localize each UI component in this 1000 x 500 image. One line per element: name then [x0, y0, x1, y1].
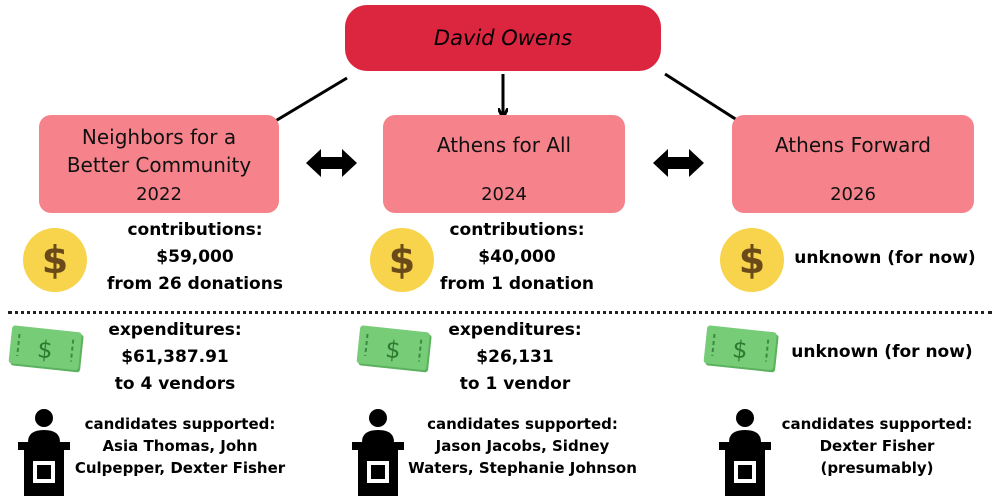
dollar-coin-icon: $: [720, 228, 784, 292]
contributions-block: contributions: $40,000 from 1 donation: [417, 217, 617, 298]
candidates-block: candidates supported: Asia Thomas, John …: [74, 413, 286, 479]
contributions-detail: from 1 donation: [440, 274, 594, 294]
cash-bill-icon: $: [356, 325, 432, 373]
org-box-athens-forward: Athens Forward 2026: [732, 115, 974, 213]
candidates-block: candidates supported: Dexter Fisher (pre…: [772, 413, 982, 479]
section-divider: [8, 311, 992, 314]
expenditures-detail: to 4 vendors: [114, 374, 236, 394]
svg-text:$: $: [384, 335, 402, 364]
cash-bill-icon: $: [703, 325, 779, 373]
candidates-note: (presumably): [820, 459, 934, 477]
svg-text:$: $: [389, 238, 415, 282]
candidates-names: Jason Jacobs, Sidney Waters, Stephanie J…: [408, 437, 637, 477]
contributions-block: contributions: $59,000 from 26 donations: [85, 217, 305, 298]
contributions-title: contributions:: [449, 220, 585, 240]
expenditures-block: expenditures: $26,131 to 1 vendor: [425, 317, 605, 398]
svg-text:$: $: [42, 238, 68, 282]
expenditures-title: expenditures:: [108, 320, 242, 340]
contributions-amount: $40,000: [478, 247, 556, 267]
org-year: 2022: [136, 184, 182, 205]
org-name: Neighbors for a Better Community: [66, 125, 252, 177]
candidates-block: candidates supported: Jason Jacobs, Sidn…: [405, 413, 640, 479]
candidates-title: candidates supported:: [781, 415, 973, 433]
expenditures-block: expenditures: $61,387.91 to 4 vendors: [85, 317, 265, 398]
double-arrow-icon: [306, 149, 357, 177]
org-name: Athens for All: [436, 133, 572, 157]
dollar-coin-icon: $: [23, 228, 87, 292]
expenditures-unknown: unknown (for now): [791, 342, 973, 362]
expenditures-amount: $26,131: [476, 347, 554, 367]
root-person-name: David Owens: [433, 26, 573, 50]
candidates-names: Asia Thomas, John Culpepper, Dexter Fish…: [74, 437, 286, 477]
expenditures-block: unknown (for now): [786, 339, 978, 366]
candidates-title: candidates supported:: [84, 415, 276, 433]
svg-text:$: $: [36, 335, 54, 364]
candidates-names: Dexter Fisher: [819, 437, 935, 455]
candidates-title: candidates supported:: [427, 415, 618, 433]
contributions-unknown: unknown (for now): [794, 248, 976, 268]
expenditures-detail: to 1 vendor: [459, 374, 571, 394]
svg-text:$: $: [739, 238, 765, 282]
expenditures-amount: $61,387.91: [121, 347, 229, 367]
contributions-title: contributions:: [127, 220, 263, 240]
org-box-athens-for-all: Athens for All 2024: [383, 115, 625, 213]
org-year: 2026: [830, 184, 876, 205]
contributions-amount: $59,000: [156, 247, 234, 267]
cash-bill-icon: $: [8, 325, 84, 373]
org-year: 2024: [481, 184, 527, 205]
org-name: Athens Forward: [774, 133, 932, 157]
contributions-detail: from 26 donations: [107, 274, 283, 294]
svg-text:$: $: [731, 335, 749, 364]
contributions-block: unknown (for now): [790, 245, 980, 272]
expenditures-title: expenditures:: [448, 320, 582, 340]
podium-speaker-icon: [719, 409, 771, 496]
org-box-neighbors: Neighbors for a Better Community 2022: [39, 115, 279, 213]
dollar-coin-icon: $: [370, 228, 434, 292]
root-person-box: David Owens: [345, 5, 661, 71]
podium-speaker-icon: [18, 409, 70, 496]
podium-speaker-icon: [352, 409, 404, 496]
double-arrow-icon: [653, 149, 704, 177]
